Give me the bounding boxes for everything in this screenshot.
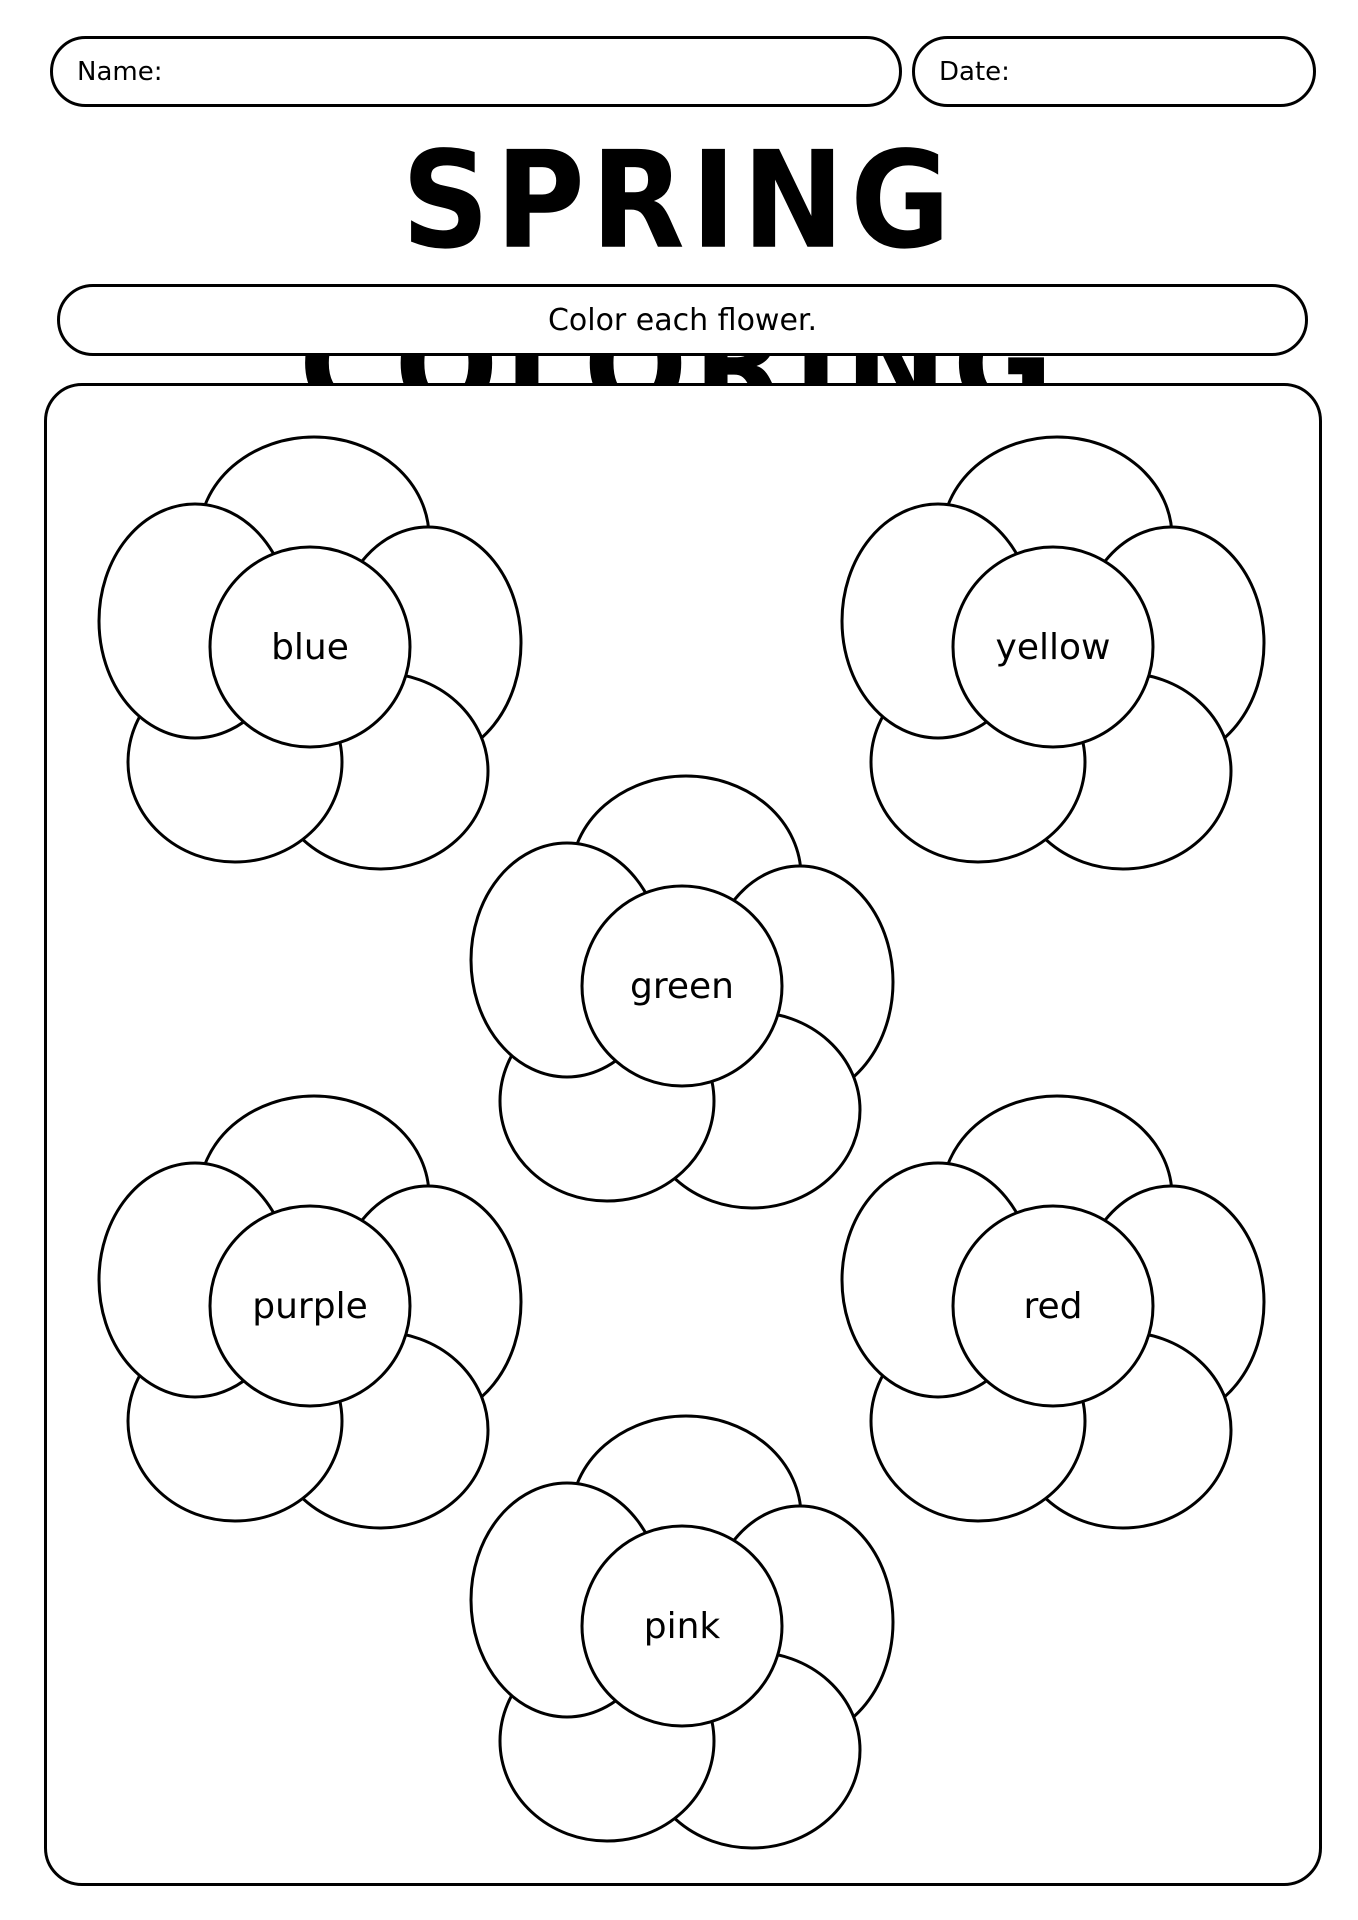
flower-center[interactable]: [580, 884, 784, 1088]
date-input[interactable]: [1017, 50, 1322, 93]
name-input[interactable]: [170, 50, 875, 93]
flower-pink[interactable]: pink: [469, 1414, 895, 1850]
flower-label: pink: [644, 1606, 721, 1647]
flower-label: purple: [252, 1286, 367, 1327]
flower-center[interactable]: [208, 1204, 412, 1408]
flower-center[interactable]: [208, 545, 412, 749]
flower-purple[interactable]: purple: [97, 1094, 523, 1530]
date-field[interactable]: Date:: [912, 36, 1322, 107]
instruction-text: Color each flower.: [547, 302, 818, 338]
flower-center[interactable]: [951, 1204, 1155, 1408]
flower-green[interactable]: green: [469, 774, 895, 1210]
name-label: Name:: [77, 56, 163, 87]
name-field[interactable]: Name:: [50, 36, 902, 107]
flower-label: blue: [271, 627, 349, 668]
flower-label: green: [630, 966, 734, 1007]
flower-label: yellow: [996, 627, 1111, 668]
date-label: Date:: [939, 56, 1010, 87]
flower-blue[interactable]: blue: [97, 435, 523, 871]
flower-center[interactable]: [951, 545, 1155, 749]
flower-yellow[interactable]: yellow: [840, 435, 1266, 871]
instruction-bar: Color each flower.: [57, 284, 1308, 356]
flower-label: red: [1023, 1286, 1082, 1327]
flower-red[interactable]: red: [840, 1094, 1266, 1530]
flower-center[interactable]: [580, 1524, 784, 1728]
